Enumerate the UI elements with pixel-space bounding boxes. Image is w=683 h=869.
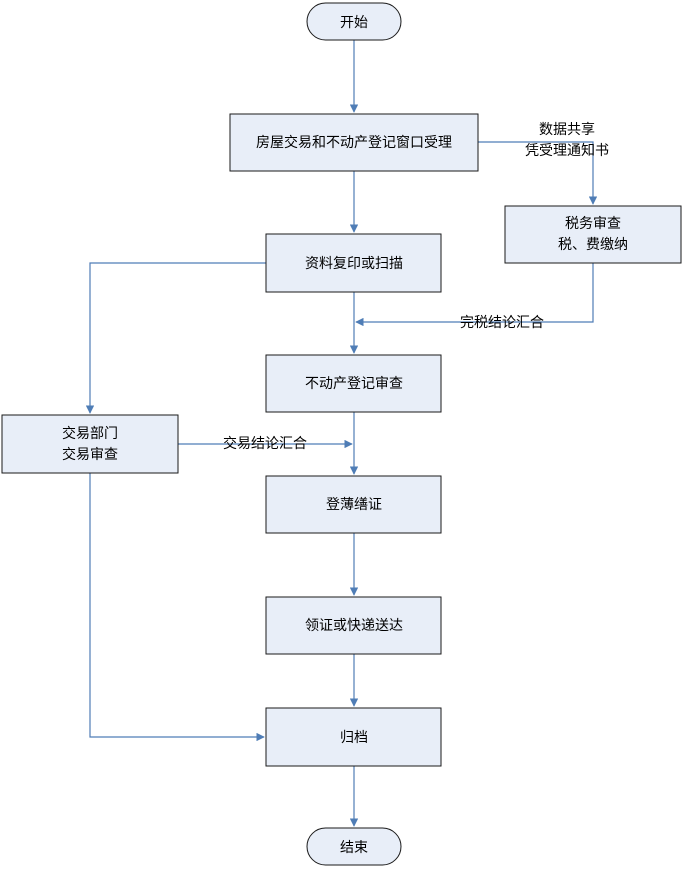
- tax-summary-label: 完税结论汇合: [460, 315, 544, 331]
- connectors: [85, 40, 598, 827]
- window-acceptance-label: 房屋交易和不动产登记窗口受理: [256, 134, 452, 151]
- copy-scan-node: 资料复印或扫描: [265, 233, 442, 293]
- archive-node: 归档: [265, 707, 442, 767]
- archive-label: 归档: [340, 729, 368, 746]
- registration-review-node: 不动产登记审查: [265, 354, 442, 413]
- edge-tax-to-merge: [355, 263, 594, 327]
- tax-review-label-line2: 税、费缴纳: [558, 237, 628, 253]
- edge-trade-to-archive: [89, 473, 265, 742]
- register-certificate-node: 登薄缮证: [265, 475, 442, 534]
- start-label: 开始: [340, 15, 368, 31]
- data-sharing-label-line1: 数据共享: [539, 121, 595, 138]
- certificate-delivery-node: 领证或快递送达: [265, 596, 442, 655]
- end-label: 结束: [340, 840, 368, 856]
- register-certificate-label: 登薄缮证: [326, 497, 382, 513]
- edge-window-to-tax: [478, 141, 598, 205]
- certificate-delivery-label: 领证或快递送达: [305, 618, 403, 634]
- trade-summary-label: 交易结论汇合: [223, 435, 307, 452]
- tax-review-node: 税务审查 税、费缴纳: [504, 205, 682, 264]
- trade-review-label-line2: 交易审查: [62, 446, 118, 463]
- registration-review-label: 不动产登记审查: [305, 376, 403, 392]
- data-sharing-label-line2: 凭受理通知书: [525, 142, 609, 159]
- start-node: 开始: [306, 2, 402, 41]
- trade-review-node: 交易部门 交易审查: [1, 414, 179, 474]
- tax-review-label-line1: 税务审查: [565, 216, 621, 232]
- window-acceptance-node: 房屋交易和不动产登记窗口受理: [229, 113, 479, 172]
- copy-scan-label: 资料复印或扫描: [305, 255, 403, 272]
- end-node: 结束: [306, 827, 402, 866]
- trade-review-label-line1: 交易部门: [62, 425, 118, 442]
- edge-copy-to-trade: [85, 262, 266, 414]
